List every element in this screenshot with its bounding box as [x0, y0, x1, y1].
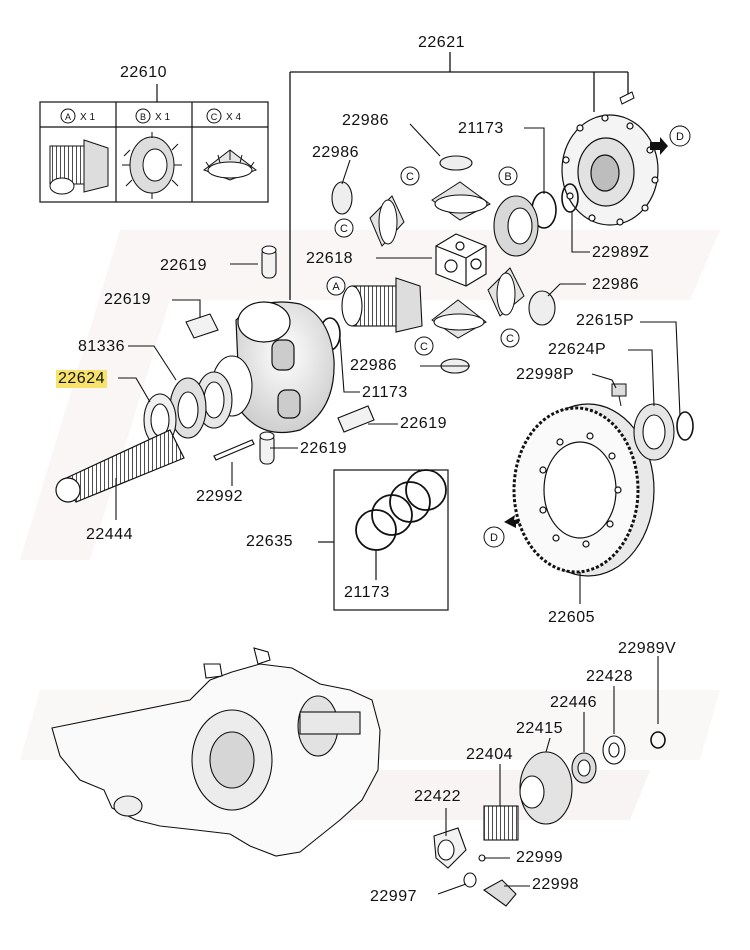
pins-22619	[185, 245, 375, 465]
bracket-22621	[289, 52, 629, 300]
callout-22619: 22619	[104, 291, 151, 308]
callout-22404: 22404	[466, 746, 513, 763]
callout-22624-highlighted: 22624	[56, 370, 107, 388]
ref-letter-b: B	[504, 171, 511, 183]
kit-side-gear-b	[122, 132, 182, 199]
callout-22619: 22619	[300, 440, 347, 457]
transfer-parts	[433, 735, 626, 907]
kit-side-gear-a	[49, 139, 109, 195]
thrust-washers	[331, 155, 556, 374]
kit-pinion-gear-c	[202, 149, 258, 181]
side-gear-b	[493, 195, 539, 257]
bearings-left	[143, 355, 253, 447]
callout-22619: 22619	[160, 257, 207, 274]
callout-22619: 22619	[400, 415, 447, 432]
callout-22422: 22422	[414, 788, 461, 805]
pinion-gears	[369, 181, 525, 339]
shaft-22444	[55, 429, 185, 503]
diff-case-cover	[561, 114, 659, 226]
kit-letter-c: C	[211, 112, 218, 122]
callout-22635: 22635	[246, 533, 293, 550]
ring-gear-22605	[512, 403, 655, 577]
callout-22989v: 22989V	[618, 640, 677, 657]
pin-22992	[213, 439, 255, 461]
ref-circles	[60, 108, 520, 356]
callout-22999: 22999	[516, 849, 563, 866]
ref-arrow-d-mid	[483, 515, 526, 548]
kit-letter-a: A	[65, 112, 71, 122]
callout-22997: 22997	[370, 888, 417, 905]
side-gear-a	[341, 277, 423, 333]
callout-22986: 22986	[592, 276, 639, 293]
kit-qty-c: X 4	[226, 112, 241, 123]
callout-22992: 22992	[196, 488, 243, 505]
callout-22446: 22446	[550, 694, 597, 711]
pinion-shaft-block-22618	[435, 233, 487, 287]
snap-ring-set-22635	[318, 469, 449, 611]
callout-22986: 22986	[342, 112, 389, 129]
transaxle-assembly	[51, 647, 381, 857]
ref-circle-letters: C B C A C C D D A B C	[65, 112, 684, 544]
ref-letter-d: D	[676, 131, 684, 143]
kit-qty-b: X 1	[155, 112, 170, 123]
callout-22986: 22986	[350, 357, 397, 374]
callout-22986: 22986	[312, 144, 359, 161]
kit-table-22610	[39, 84, 269, 203]
leader-lines	[115, 123, 681, 895]
callout-22605: 22605	[548, 609, 595, 626]
callout-21173: 21173	[362, 384, 408, 401]
callout-81336: 81336	[78, 338, 125, 355]
kit-letter-b: B	[140, 112, 146, 122]
callout-22615p: 22615P	[576, 312, 635, 329]
kit-qty-a: X 1	[80, 112, 95, 123]
differential-case	[235, 301, 335, 434]
callout-21173: 21173	[344, 584, 390, 601]
bolt-top-right	[619, 91, 635, 105]
callout-22998: 22998	[532, 876, 579, 893]
bearing-22624p	[633, 403, 675, 461]
ref-letter-d: D	[490, 532, 498, 544]
callout-21173: 21173	[458, 120, 504, 137]
callout-22621: 22621	[418, 34, 465, 51]
ref-letter-a: A	[332, 281, 340, 293]
callout-22989z: 22989Z	[592, 244, 650, 261]
callout-22998p: 22998P	[516, 366, 575, 383]
ref-arrow-d-top	[650, 125, 691, 155]
ref-letter-c: C	[340, 223, 348, 235]
ref-letter-c: C	[506, 333, 514, 345]
callout-22624p: 22624P	[548, 341, 607, 358]
kit-qty-labels: X 1 X 1 X 4	[80, 112, 241, 123]
callout-22618: 22618	[306, 250, 353, 267]
callout-22415: 22415	[516, 720, 563, 737]
callout-22610: 22610	[120, 64, 167, 81]
callout-22444: 22444	[86, 526, 133, 543]
callout-22428: 22428	[586, 668, 633, 685]
ref-letter-c: C	[406, 171, 414, 183]
bolt-22998p	[611, 383, 627, 407]
ref-letter-c: C	[420, 341, 428, 353]
